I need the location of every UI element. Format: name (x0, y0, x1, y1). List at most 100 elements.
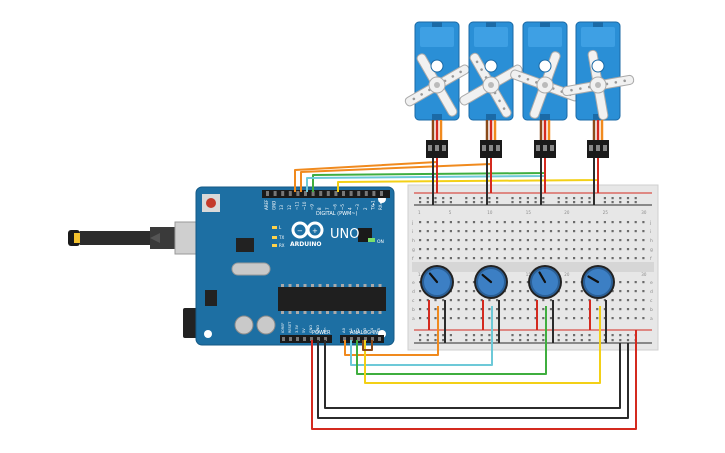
row-letter: c (650, 299, 653, 304)
row-letter: a (412, 317, 415, 322)
digital-pin-label: ~3 (355, 204, 360, 210)
row-letter: i (650, 229, 651, 235)
svg-text:+: + (312, 227, 318, 235)
row-letter: d (412, 289, 415, 295)
digital-pin-label: TX▸1 (370, 200, 375, 211)
digital-pin-label: ~5 (340, 204, 345, 210)
row-letter: a (650, 317, 653, 322)
column-number: 1 (418, 272, 421, 277)
wire-pot1-signal[interactable] (344, 306, 439, 356)
wire-pot2-signal[interactable] (350, 306, 493, 366)
usb-chip (236, 238, 254, 252)
pot-3[interactable] (528, 265, 562, 299)
power-pin-label: 3.3V (295, 324, 299, 333)
row-letter: e (412, 281, 415, 286)
row-letter: f (650, 256, 652, 262)
column-number: 20 (564, 210, 570, 215)
led-label-tx: TX (278, 235, 284, 240)
led-label-rx: RX (279, 243, 285, 248)
digital-pin-label: 8 (317, 207, 322, 210)
wire-5v[interactable] (311, 330, 637, 430)
row-letter: i (412, 229, 413, 235)
column-number: 25 (603, 210, 609, 215)
row-letter: g (650, 248, 653, 253)
row-letter: b (650, 307, 653, 313)
led-l (272, 226, 277, 229)
pot-indicator (428, 272, 439, 284)
potentiometer-group (420, 265, 615, 299)
column-number: 15 (526, 272, 532, 277)
pot-2[interactable] (474, 265, 508, 299)
wire-pot4-signal[interactable] (364, 306, 601, 384)
pot-4[interactable] (581, 265, 615, 299)
power-pin-label: GND (309, 325, 313, 333)
digital-pin-label: 2 (363, 207, 368, 210)
svg-text:−: − (297, 227, 303, 235)
row-letter: b (412, 307, 415, 313)
analog-header (340, 335, 384, 343)
digital-pin-label: ~10 (302, 201, 307, 210)
servo-4[interactable] (556, 21, 639, 158)
wire-gnd[interactable] (317, 340, 629, 419)
power-pin-label: RESET (288, 321, 292, 333)
analog-pin-label: A1 (348, 327, 353, 333)
digital-pin-label: RX◂0 (378, 199, 383, 210)
on-led (368, 238, 375, 242)
row-letter: h (412, 238, 415, 244)
digital-pin-label: 13 (279, 204, 284, 210)
column-number: 20 (564, 272, 570, 277)
brand-label: ARDUINO (290, 241, 321, 248)
arduino-board: − + ARDUINO UNO DIGITAL (PWM~) ON L TX R… (195, 186, 395, 346)
row-letter: h (650, 238, 653, 244)
wire-pot3-signal[interactable] (356, 306, 547, 375)
row-letter: g (412, 248, 415, 253)
wires (294, 158, 637, 430)
row-letter: e (650, 281, 653, 286)
digital-pin-label: 12 (287, 204, 292, 210)
atmega-chip (278, 287, 386, 311)
wire-analog-brown[interactable] (362, 340, 373, 351)
analog-pin-label: A0 (341, 327, 346, 333)
analog-pin-label: A3 (362, 327, 367, 333)
led-label-l: L (279, 225, 282, 230)
model-label: UNO (330, 227, 359, 242)
digital-pin-label: GND (272, 201, 277, 210)
digital-pin-label: ~6 (332, 204, 337, 210)
column-number: 1 (418, 210, 421, 215)
servo-group (388, 21, 639, 158)
digital-label: DIGITAL (PWM~) (316, 211, 358, 217)
column-number: 5 (449, 210, 452, 215)
column-number: 30 (641, 272, 647, 277)
analog-label: ANALOG IN (350, 330, 378, 336)
column-number: 30 (641, 210, 647, 215)
digital-pin-label: AREF (264, 199, 269, 210)
servo-1[interactable] (388, 21, 485, 158)
wire-gnd-2[interactable] (324, 340, 621, 409)
column-number: 10 (487, 210, 493, 215)
digital-pin-label: ~9 (310, 204, 315, 210)
column-number: 15 (526, 210, 532, 215)
pot-1[interactable] (420, 265, 454, 299)
on-led-label: ON (377, 239, 384, 245)
arduino-logo: − + (291, 221, 324, 239)
analog-pin-label: A4 (369, 327, 374, 333)
servo-2[interactable] (443, 21, 540, 158)
power-pin-label: GND (316, 325, 320, 333)
analog-pin-label: A2 (355, 327, 360, 333)
servo-3[interactable] (499, 21, 591, 158)
capacitor-2 (256, 315, 276, 335)
regulator (205, 290, 217, 306)
power-pin-label: 5V (302, 328, 306, 333)
power-pin-label: Vin (323, 327, 327, 333)
digital-pin-label: 7 (325, 207, 330, 210)
row-letter: f (412, 256, 414, 262)
usb-cable (68, 221, 204, 255)
power-label: POWER (312, 330, 331, 336)
pot-indicator (538, 271, 547, 284)
led-tx (272, 236, 277, 239)
